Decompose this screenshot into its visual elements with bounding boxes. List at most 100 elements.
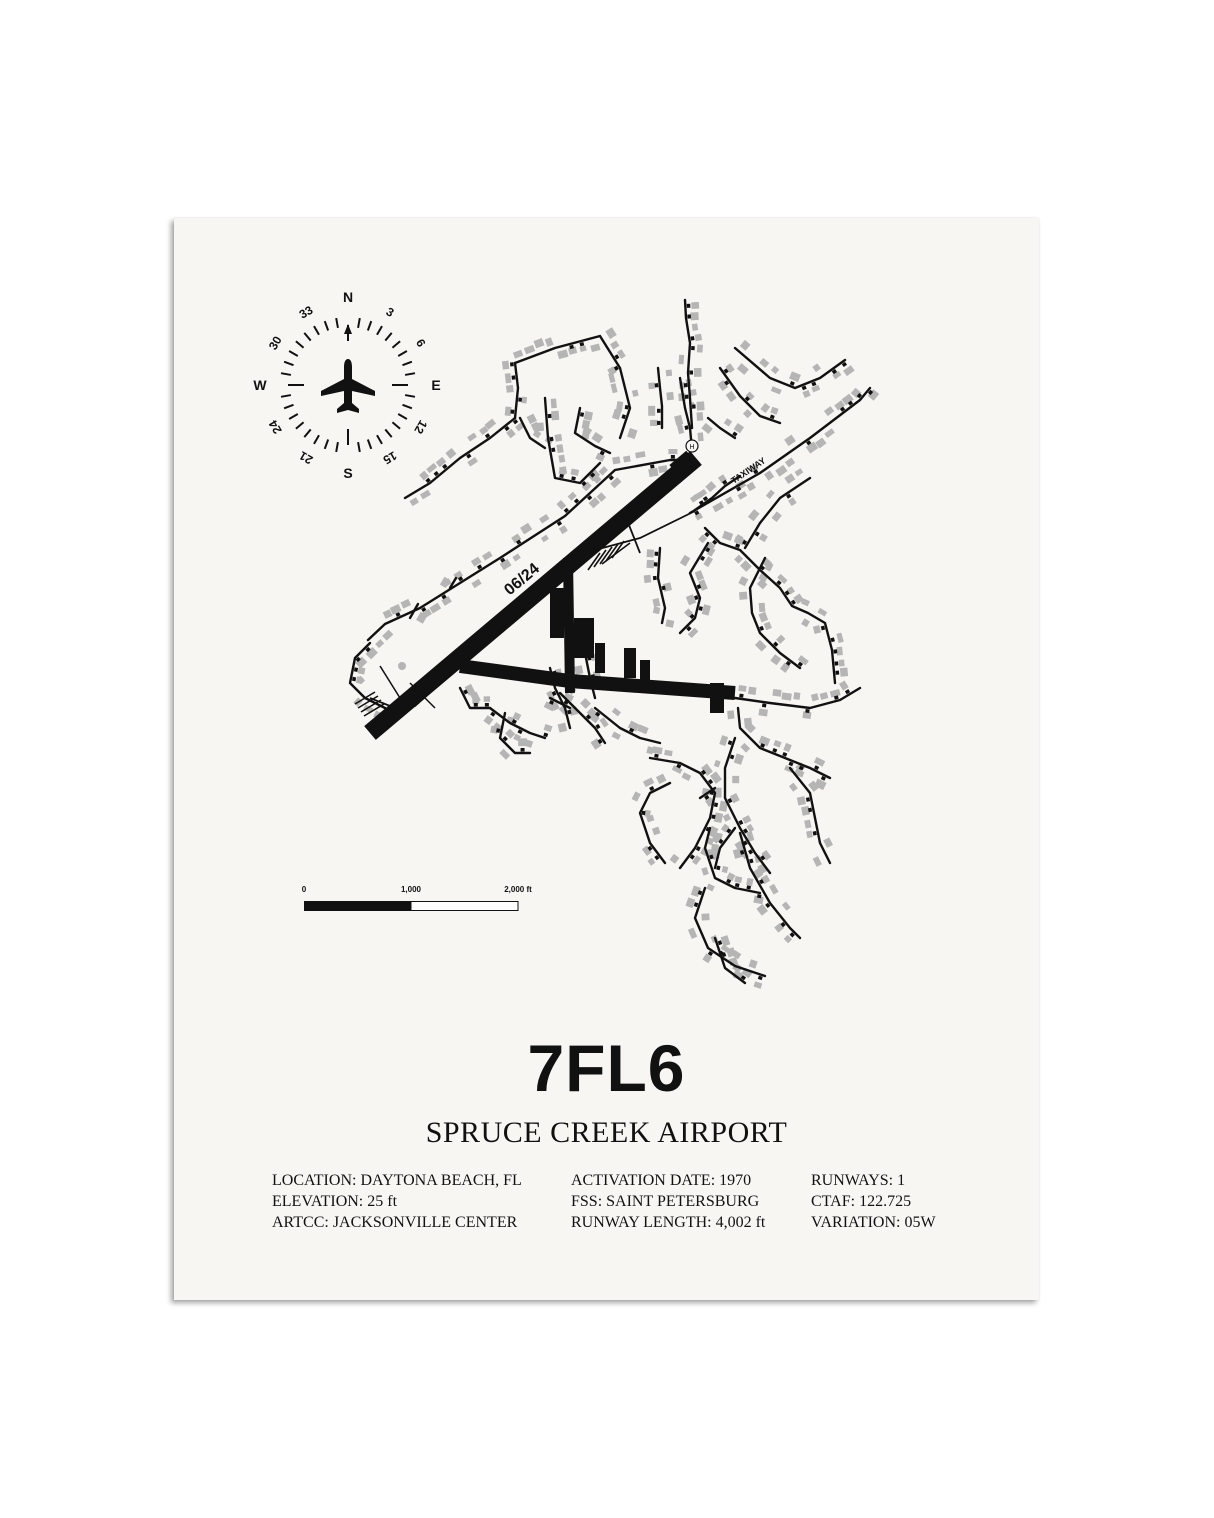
compass-tick xyxy=(376,434,383,445)
driveway xyxy=(694,510,700,516)
driveway xyxy=(654,753,659,758)
road xyxy=(718,366,782,425)
compass-degree-label: 12 xyxy=(411,418,430,437)
buildings xyxy=(353,301,880,989)
driveway xyxy=(595,711,601,717)
driveway xyxy=(831,369,838,375)
driveway xyxy=(807,807,813,813)
road xyxy=(403,416,517,500)
connector-taxiway xyxy=(563,557,575,694)
driveway xyxy=(841,361,848,368)
house xyxy=(707,825,719,838)
house xyxy=(741,967,753,979)
house xyxy=(563,692,574,702)
road xyxy=(518,416,547,450)
compass-degree-label: 15 xyxy=(380,448,399,467)
house xyxy=(812,625,822,634)
driveway xyxy=(466,453,472,459)
compass-tick xyxy=(283,360,294,367)
hangar xyxy=(640,660,650,690)
house xyxy=(783,934,793,944)
house xyxy=(523,344,536,355)
house xyxy=(694,333,703,342)
driveway xyxy=(789,381,795,386)
compass-tick xyxy=(402,403,413,410)
house xyxy=(581,481,592,492)
driveway xyxy=(559,473,564,479)
driveway xyxy=(581,480,587,487)
house xyxy=(794,468,804,477)
scale-segment-empty xyxy=(410,901,519,911)
house xyxy=(668,449,678,455)
house xyxy=(867,389,880,401)
parallel-taxiway xyxy=(369,457,691,709)
house xyxy=(570,468,580,476)
driveway xyxy=(647,845,653,852)
house xyxy=(802,711,812,720)
house xyxy=(599,717,609,728)
driveway xyxy=(595,723,601,730)
house xyxy=(504,406,512,417)
road xyxy=(703,526,837,685)
house xyxy=(758,533,768,543)
house xyxy=(804,819,812,829)
house xyxy=(479,425,489,436)
house xyxy=(464,683,476,696)
house xyxy=(696,344,703,353)
house xyxy=(550,398,557,409)
house xyxy=(758,611,769,623)
house xyxy=(641,845,652,856)
driveway xyxy=(504,425,510,432)
road xyxy=(693,886,767,978)
house xyxy=(802,389,811,398)
house xyxy=(748,959,758,969)
house xyxy=(753,981,763,989)
house xyxy=(518,738,527,747)
compass-tick xyxy=(366,439,373,450)
driveway xyxy=(769,414,775,420)
driveway xyxy=(698,606,703,611)
driveway xyxy=(726,878,732,884)
compass-cardinal-label: S xyxy=(343,465,352,481)
driveway xyxy=(586,495,593,501)
house xyxy=(426,462,438,474)
info-elevation: ELEVATION: 25 ft xyxy=(272,1193,398,1210)
house xyxy=(812,363,821,373)
house xyxy=(769,883,779,895)
driveway xyxy=(790,599,796,605)
house xyxy=(665,369,673,377)
driveway xyxy=(476,564,483,570)
house xyxy=(775,464,788,477)
driveway xyxy=(684,425,689,430)
driveway xyxy=(587,655,592,661)
house xyxy=(772,688,782,697)
house xyxy=(590,738,602,750)
house xyxy=(747,509,760,522)
driveway xyxy=(686,626,692,632)
house xyxy=(664,749,673,757)
house xyxy=(834,400,846,411)
house xyxy=(729,793,740,804)
road xyxy=(693,474,742,512)
compass-tick xyxy=(335,441,339,453)
house xyxy=(627,428,638,440)
house xyxy=(382,609,393,619)
connector-taxiway-2 xyxy=(594,510,696,551)
driveway xyxy=(833,695,839,700)
house xyxy=(652,746,663,755)
driveway xyxy=(839,406,846,412)
house xyxy=(696,488,708,499)
driveway xyxy=(490,711,496,717)
driveway xyxy=(773,641,779,647)
driveway xyxy=(608,475,614,481)
house xyxy=(838,680,849,691)
driveway xyxy=(704,794,710,800)
house xyxy=(696,401,705,411)
compass-ticks xyxy=(280,317,416,453)
house xyxy=(843,365,855,377)
road xyxy=(498,711,532,755)
house xyxy=(607,366,617,376)
house xyxy=(719,735,729,746)
driveway xyxy=(749,858,754,864)
